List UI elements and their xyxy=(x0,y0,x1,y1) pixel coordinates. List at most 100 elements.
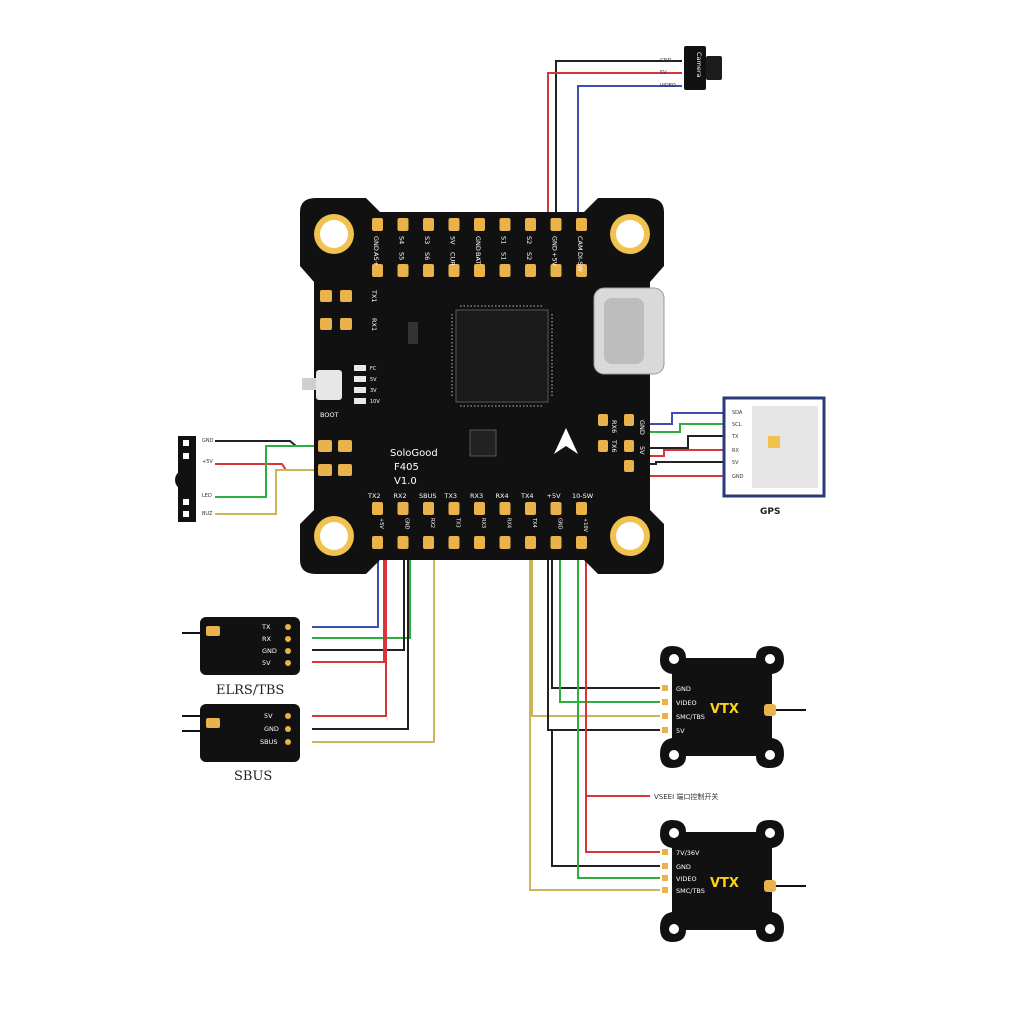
bottom-label: SBUS xyxy=(419,492,436,500)
vtx2-gnd-wire xyxy=(551,730,660,867)
bottom-label: TX2 xyxy=(367,492,381,500)
top-pad-lower xyxy=(397,264,409,277)
gps-pad-3 xyxy=(624,414,634,426)
vtx-2: 7V/36V GND VIDEO SMC/TBS VTX xyxy=(660,820,806,942)
top-pad-lower xyxy=(576,264,587,277)
bottom-pad-upper xyxy=(525,502,536,515)
gps-pad-1 xyxy=(598,414,608,426)
bottom-pad-lower xyxy=(499,536,511,549)
bottom-pin-label-upper: RX3 xyxy=(480,518,486,528)
vtx2-antenna-pad xyxy=(764,880,776,892)
buzzer xyxy=(175,470,195,490)
vtx-switch-note: VSEEI 端口控制开关 xyxy=(654,792,718,801)
camera-video-wire xyxy=(577,85,682,230)
gps-pin-sda: SDA xyxy=(732,410,743,416)
gps-label: GPS xyxy=(760,507,780,517)
led-2 xyxy=(183,453,189,459)
vtx1-video-wire xyxy=(559,540,660,703)
sbus-receiver: 5V GND SBUS SBUS xyxy=(182,704,300,784)
top-pin-label-upper: GND xyxy=(474,236,482,251)
led-label-5v: 5V xyxy=(370,377,377,383)
top-pad-upper xyxy=(550,218,562,231)
mount-hole-br xyxy=(610,516,650,556)
gps-antenna-feed xyxy=(768,436,780,448)
top-pin-label-lower: S1 xyxy=(500,252,508,260)
top-pad-lower xyxy=(550,264,562,277)
top-pad-upper xyxy=(448,218,460,231)
bottom-label: RX2 xyxy=(394,492,407,500)
imu-chip xyxy=(469,429,497,457)
boot-label: BOOT xyxy=(320,411,339,419)
bottom-pad-lower xyxy=(576,536,587,549)
gps-pad-5 xyxy=(624,460,634,472)
sbus-body xyxy=(200,704,300,762)
note-wire xyxy=(585,540,650,797)
board-brand: SoloGood xyxy=(390,448,438,459)
status-led-3v xyxy=(354,387,366,393)
gps-wire-1 xyxy=(640,412,725,425)
vtx2-pins: 7V/36V GND VIDEO SMC/TBS xyxy=(662,849,705,895)
bottom-pad-lower xyxy=(525,536,536,549)
elrs-antenna-pad xyxy=(206,626,220,636)
elrs-label: ELRS/TBS xyxy=(216,683,284,698)
vtx2-pin-gnd: GND xyxy=(676,863,691,871)
elrs-rx-wire xyxy=(312,540,411,639)
bottom-pin-label-upper: GND xyxy=(404,518,410,530)
left-pad-2 xyxy=(320,318,332,330)
led-pin-buz: BUZ xyxy=(202,511,213,517)
bottom-pad-lower xyxy=(550,536,562,549)
sbus-pin-5v: 5V xyxy=(264,712,273,720)
vtx2-video-wire xyxy=(577,540,660,879)
led-4 xyxy=(183,511,189,517)
bottom-pad-lower xyxy=(448,536,460,549)
sbus-label: SBUS xyxy=(234,769,272,784)
led-pad-4 xyxy=(338,464,352,476)
vtx1-pin-smc: SMC/TBS xyxy=(676,713,705,721)
elrs-pins: TX RX GND 5V xyxy=(261,623,291,667)
top-pin-label-lower: S2 xyxy=(525,252,533,260)
left-pin-rx1: RX1 xyxy=(370,318,378,331)
status-led-fc xyxy=(354,365,366,371)
vtx1-pin-5v: 5V xyxy=(676,727,685,735)
gps-board-pin-5v: 5V xyxy=(638,446,646,455)
bottom-pad-upper xyxy=(550,502,562,515)
gps-board-pin-tx6: TX6 xyxy=(610,439,618,453)
gps-wire-6 xyxy=(640,471,725,477)
gps-board-pin-gnd: GND xyxy=(638,420,646,435)
camera-pin-gnd: GND xyxy=(660,58,672,64)
gps-wire-4 xyxy=(640,449,725,457)
vtx2-pin-video: VIDEO xyxy=(676,875,697,883)
bottom-pin-label-upper: RX2 xyxy=(429,518,435,528)
top-pad-lower xyxy=(423,264,434,277)
gps-pin-gnd: GND xyxy=(732,474,744,480)
crystal xyxy=(408,322,418,344)
sbus-gnd-wire xyxy=(312,540,409,730)
top-pin-label-lower: DI-SW xyxy=(576,252,584,272)
gps-pin-scl: SCL xyxy=(732,422,742,428)
mcu-chip xyxy=(455,309,549,403)
boot-button[interactable] xyxy=(316,370,342,400)
vtx2-smc-wire xyxy=(529,540,660,891)
top-pad-lower xyxy=(372,264,383,277)
top-pin-label-lower: CUR xyxy=(449,252,457,266)
top-pin-label-lower: +5V xyxy=(551,252,559,267)
vtx1-smc-wire xyxy=(531,540,660,717)
elrs-pin-5v: 5V xyxy=(262,659,271,667)
bottom-pad-upper xyxy=(499,502,511,515)
camera-body xyxy=(684,46,706,90)
top-pin-label-lower: BAT xyxy=(474,252,482,264)
top-pin-label-upper: GND xyxy=(372,236,380,251)
vtx1-antenna-pad xyxy=(764,704,776,716)
vtx1-5v-wire xyxy=(547,540,660,731)
camera-5v-wire xyxy=(547,72,682,230)
sbus-sig-wire xyxy=(312,540,435,743)
bottom-pad-lower xyxy=(397,536,409,549)
elrs-pin-tx: TX xyxy=(261,623,271,631)
led-pin-5v: +5V xyxy=(202,459,213,465)
usb-c-inner xyxy=(604,298,644,364)
elrs-gnd-wire xyxy=(312,540,405,651)
camera-lens xyxy=(706,56,722,80)
sbus-pins: 5V GND SBUS xyxy=(260,712,291,746)
gps-pad-4 xyxy=(624,440,634,452)
